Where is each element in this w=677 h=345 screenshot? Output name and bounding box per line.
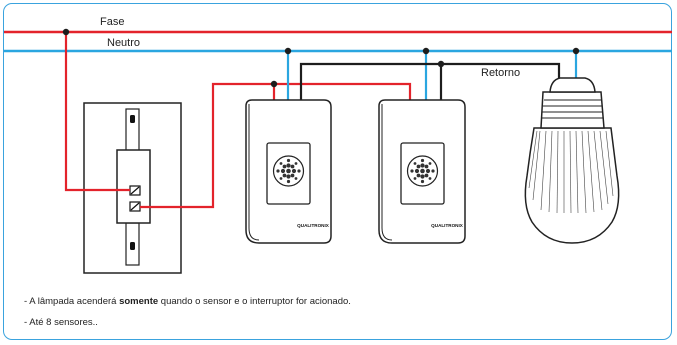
neutro-junction-2 <box>422 47 430 55</box>
presence-sensor-2: QUALITRONIX <box>378 99 466 244</box>
note-line-1: - A lâmpada acenderá somente quando o se… <box>24 296 351 307</box>
note-line-1-suffix: quando o sensor e o interruptor for acio… <box>158 296 351 307</box>
retorno-junction <box>437 60 445 68</box>
sensor1-to-sensor2-wire <box>274 82 412 100</box>
sensor2-brand: QUALITRONIX <box>431 223 464 228</box>
light-switch <box>83 102 182 274</box>
retorno-label: Retorno <box>481 67 520 79</box>
light-bulb-icon <box>524 77 620 244</box>
sensor1-brand: QUALITRONIX <box>297 223 330 228</box>
presence-sensor-1: QUALITRONIX <box>245 99 332 244</box>
diagram-frame <box>3 3 672 340</box>
switch-to-sensor1-wire <box>140 82 276 209</box>
neutro-junction-1 <box>284 47 292 55</box>
fase-label: Fase <box>100 16 124 28</box>
bulb-base <box>540 91 605 129</box>
neutro-junction-3 <box>572 47 580 55</box>
fase-to-switch-wire <box>64 32 130 192</box>
neutro-label: Neutro <box>107 37 140 49</box>
red-junction <box>270 80 278 88</box>
retorno-wire <box>299 62 561 100</box>
note-line-1-prefix: - A lâmpada acenderá <box>24 296 120 307</box>
fase-junction <box>62 28 70 36</box>
note-line-1-bold: somente <box>119 296 159 307</box>
bulb-glass <box>524 127 620 244</box>
bulb-cap <box>549 77 596 93</box>
note-line-2: - Até 8 sensores.. <box>24 317 98 328</box>
